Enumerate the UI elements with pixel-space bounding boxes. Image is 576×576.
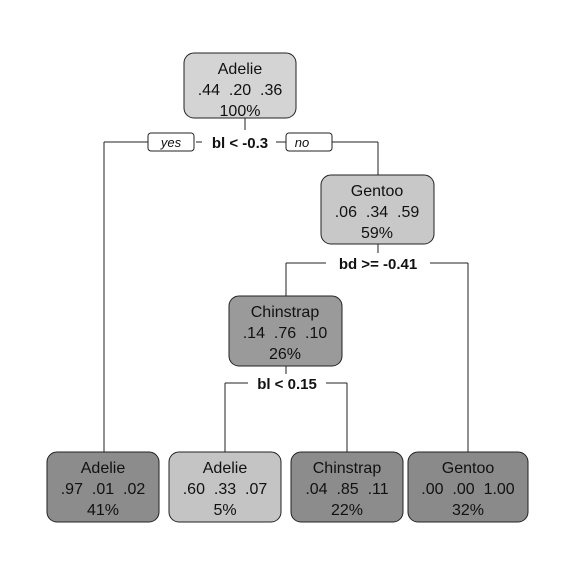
split-label-mid: bl < 0.15 xyxy=(257,376,317,393)
node-class-label: Chinstrap xyxy=(313,460,382,477)
node-probabilities: .44 .20 .36 xyxy=(198,82,283,99)
leaf-gentoo: Gentoo .00 .00 1.00 32% xyxy=(407,451,529,523)
leaf-chinstrap: Chinstrap .04 .85 .11 22% xyxy=(290,451,404,523)
node-probabilities: .00 .00 1.00 xyxy=(421,481,515,498)
no-label: no xyxy=(295,135,309,150)
split-label-right: bd >= -0.41 xyxy=(339,256,417,273)
node-class-label: Gentoo xyxy=(351,183,404,200)
yes-label: yes xyxy=(160,135,182,150)
node-class-label: Chinstrap xyxy=(251,304,320,321)
split-label-root: bl < -0.3 xyxy=(212,135,268,152)
node-percentage: 26% xyxy=(269,346,301,363)
node-class-label: Gentoo xyxy=(442,460,495,477)
node-percentage: 32% xyxy=(452,502,484,519)
node-probabilities: .04 .85 .11 xyxy=(305,481,388,498)
node-class-label: Adelie xyxy=(203,460,248,477)
node-probabilities: .97 .01 .02 xyxy=(61,481,146,498)
no-box: no xyxy=(285,132,333,152)
leaf-adelie-1: Adelie .97 .01 .02 41% xyxy=(46,451,160,523)
node-class-label: Adelie xyxy=(218,61,263,78)
node-percentage: 41% xyxy=(87,502,119,519)
node-gentoo-internal: Gentoo .06 .34 .59 59% xyxy=(320,174,435,245)
yes-box: yes xyxy=(147,132,195,152)
node-class-label: Adelie xyxy=(81,460,126,477)
node-probabilities: .14 .76 .10 xyxy=(243,325,328,342)
node-percentage: 5% xyxy=(213,502,236,519)
node-root: Adelie .44 .20 .36 100% xyxy=(183,52,297,120)
node-percentage: 59% xyxy=(361,225,393,242)
node-chinstrap-internal: Chinstrap .14 .76 .10 26% xyxy=(228,295,343,367)
leaf-adelie-2: Adelie .60 .33 .07 5% xyxy=(168,451,282,523)
node-percentage: 22% xyxy=(331,502,363,519)
node-percentage: 100% xyxy=(220,103,261,120)
tree-edges xyxy=(103,118,469,452)
node-probabilities: .60 .33 .07 xyxy=(183,481,268,498)
node-probabilities: .06 .34 .59 xyxy=(335,204,420,221)
